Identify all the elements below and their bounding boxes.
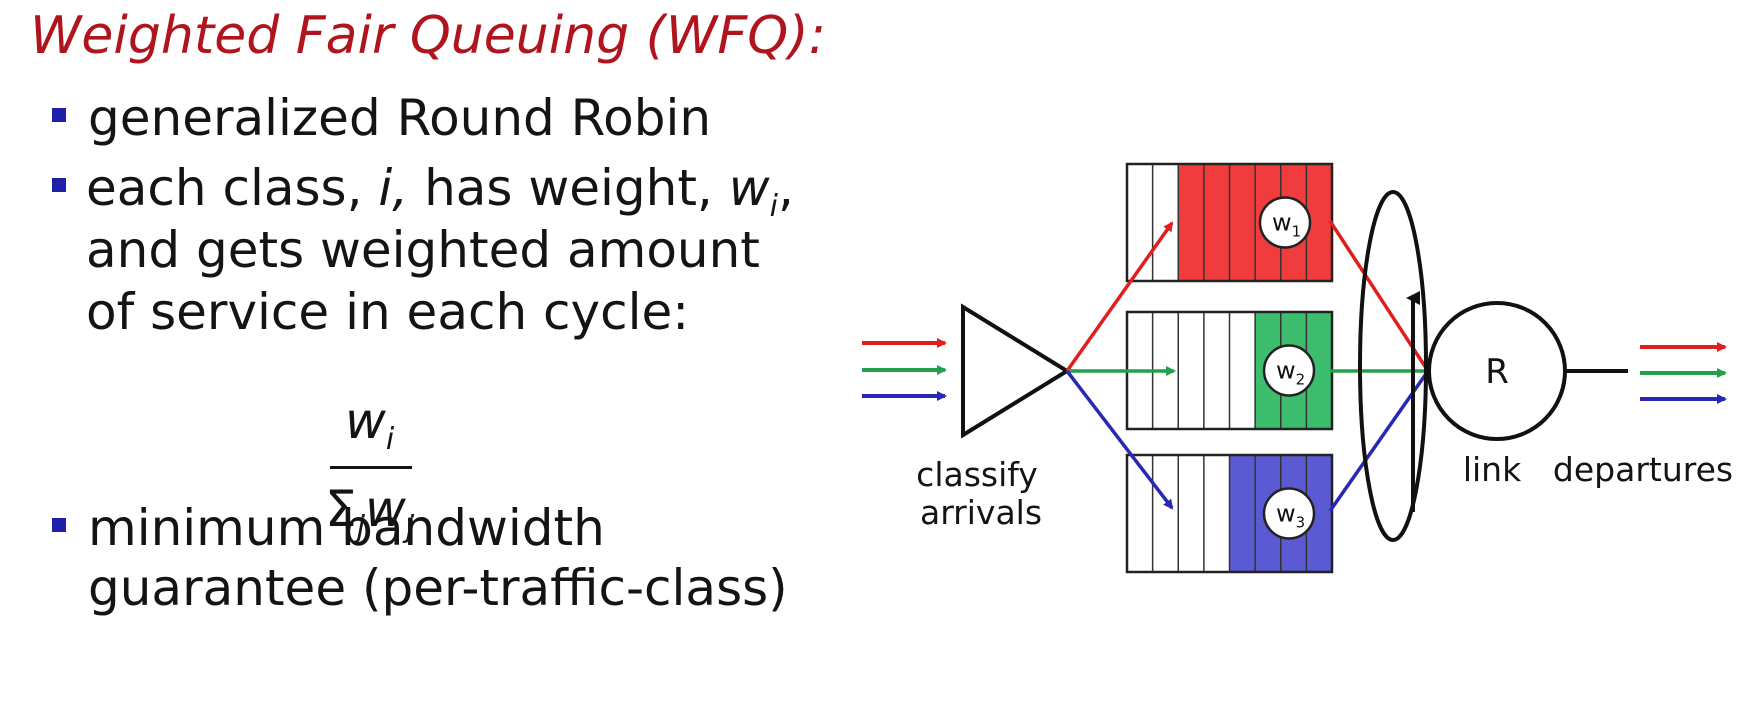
formula-den-sub: j — [405, 510, 415, 545]
queue-2: w2 — [1125, 310, 1334, 431]
formula-sigma: Σ — [325, 480, 357, 538]
bullet-2-i: i, — [378, 159, 409, 217]
bullet-2-w: w — [728, 159, 770, 217]
queue-1-weight-circle — [1258, 196, 1312, 249]
bullet-marker-3 — [52, 518, 66, 532]
classifier-triangle — [961, 303, 1071, 439]
formula-den-var: w — [364, 480, 406, 538]
flow-to-queue-1 — [1065, 221, 1174, 373]
classify-label: classify — [916, 455, 1038, 494]
queue-3-border — [1125, 453, 1334, 574]
bullet-2-line-1: each class, i, has weight, wi, — [86, 163, 794, 222]
bullet-2-end: , — [777, 159, 794, 217]
round-robin-scheduler — [1358, 190, 1428, 542]
bullet-3-line-1: minimum bandwidth — [88, 499, 605, 557]
queue-1: w1 — [1125, 162, 1334, 283]
link-label: link — [1463, 450, 1522, 489]
queue-3: w3 — [1125, 453, 1334, 574]
queue-group: w1 w2 w3 — [1125, 162, 1334, 574]
slide-title: Weighted Fair Queuing (WFQ): — [30, 6, 826, 66]
queue-3-weight-circle — [1262, 487, 1316, 540]
formula-fraction-bar — [330, 466, 412, 469]
departures-label: departures — [1553, 450, 1733, 489]
bullet-2-w-sub: i — [769, 189, 778, 224]
bullet-3-line-2: guarantee (per-traffic-class) — [88, 559, 788, 617]
formula-num-sub: i — [385, 422, 395, 457]
formula-numerator: wi — [345, 392, 394, 457]
queue-2-weight-circle — [1262, 344, 1316, 397]
bullet-marker-1 — [52, 108, 66, 122]
bullet-marker-2 — [52, 178, 66, 192]
flow-to-queue-3 — [1065, 369, 1174, 510]
bullet-2-mid: has weight, — [408, 159, 729, 217]
bullet-2-pre: each class, — [86, 159, 379, 217]
formula-denominator: Σjwj — [325, 480, 414, 545]
arrivals-label: arrivals — [920, 493, 1042, 532]
bullet-1-text: generalized Round Robin — [88, 89, 712, 147]
formula-sigma-sub: j — [356, 510, 365, 545]
bullet-2-line-3: of service in each cycle: — [86, 283, 690, 341]
bullet-2-line-2: and gets weighted amount — [86, 221, 760, 279]
formula-num-var: w — [345, 392, 386, 450]
link-rate-label: R — [1485, 352, 1509, 392]
